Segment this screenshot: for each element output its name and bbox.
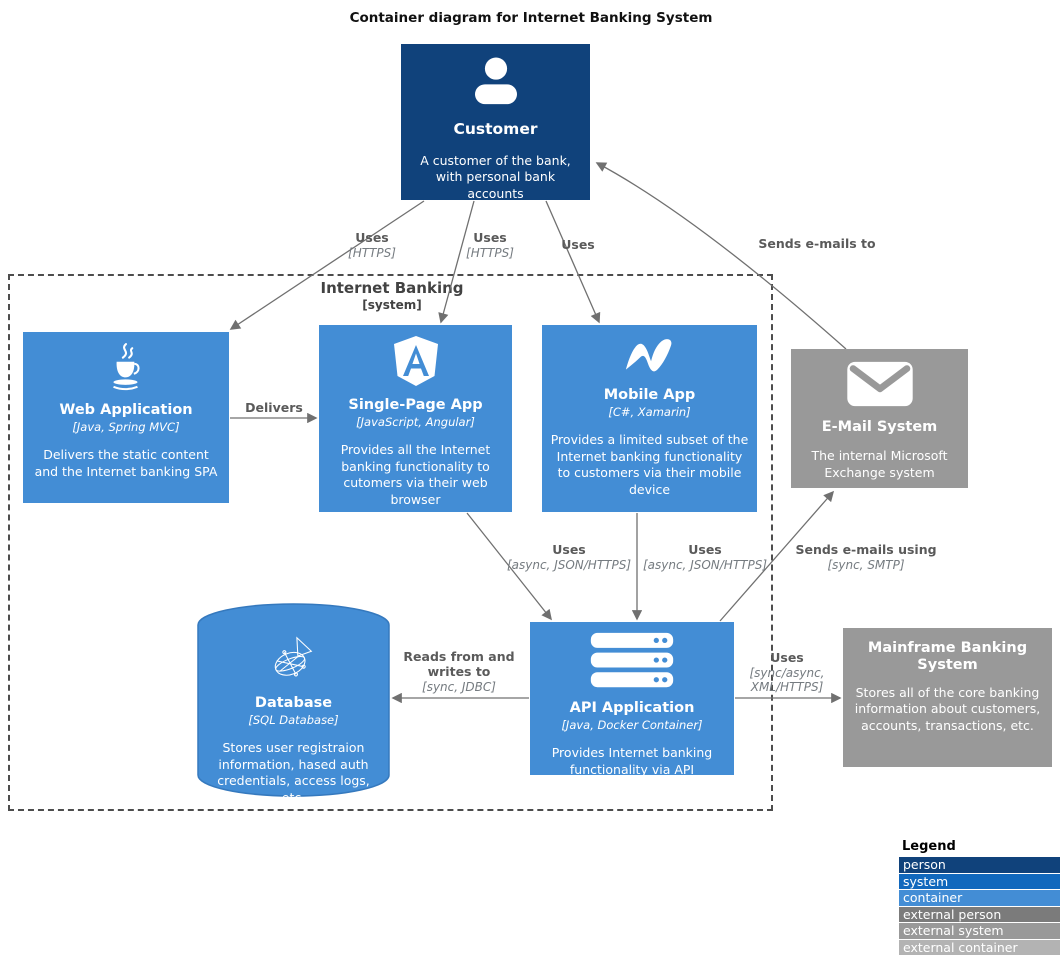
node-description: Stores user registraion information, has… xyxy=(217,740,370,805)
angular-icon xyxy=(392,335,440,391)
edge-label-customer-spa: Uses [HTTPS] xyxy=(466,230,514,260)
envelope-icon xyxy=(844,359,916,413)
legend-item-system: system xyxy=(899,873,1060,889)
edge-label-customer-web: Uses [HTTPS] xyxy=(348,230,396,260)
boundary-name: Internet Banking xyxy=(320,279,464,297)
server-stack-icon xyxy=(586,632,678,694)
node-technology: [Java, Spring MVC] xyxy=(72,420,180,435)
email-system-node: E-Mail System The internal Microsoft Exc… xyxy=(791,349,968,488)
node-name: Mobile App xyxy=(603,387,696,403)
node-description: Provides all the Internet banking functi… xyxy=(340,442,491,507)
person-icon xyxy=(468,54,524,114)
edge-label-web-spa: Delivers xyxy=(245,400,303,415)
api-application-node: API Application [Java, Docker Container]… xyxy=(530,622,734,777)
boundary-label: Internet Banking [system] xyxy=(320,279,463,312)
edge-api-email xyxy=(719,490,835,622)
sql-database-icon xyxy=(267,631,321,689)
edge-customer-web xyxy=(229,200,425,330)
node-name: E-Mail System xyxy=(821,419,938,435)
customer-node: Customer A customer of the bank, with pe… xyxy=(401,44,590,201)
legend: Legend person system container external … xyxy=(899,839,1060,956)
mainframe-banking-system-node: Mainframe Banking System Stores all of t… xyxy=(843,628,1052,767)
java-icon xyxy=(104,342,148,396)
system-boundary: Internet Banking [system] xyxy=(8,274,773,811)
single-page-app-node: Single-Page App [JavaScript, Angular] Pr… xyxy=(319,325,512,512)
node-description: Provides Internet banking functionality … xyxy=(551,745,713,777)
legend-item-person: person xyxy=(899,857,1060,873)
cylinder-shape xyxy=(197,603,390,797)
node-technology: [C#, Xamarin] xyxy=(608,405,691,420)
edge-label-email-customer: Sends e-mails to xyxy=(758,236,876,251)
node-technology: [Java, Docker Container] xyxy=(561,718,703,733)
edge-label-customer-mobile: Uses xyxy=(561,237,595,252)
legend-item-external-person: external person xyxy=(899,906,1060,922)
xamarin-icon xyxy=(624,335,676,381)
database-node: Database [SQL Database] Stores user regi… xyxy=(197,603,390,805)
edge-customer-spa xyxy=(438,200,475,324)
node-name: Mainframe Banking System xyxy=(867,640,1028,674)
legend-title: Legend xyxy=(902,839,956,854)
node-name: API Application xyxy=(569,700,695,716)
edge-label-mobile-api: Uses [async, JSON/HTTPS] xyxy=(642,542,768,572)
diagram-title: Container diagram for Internet Banking S… xyxy=(349,10,713,26)
legend-item-container: container xyxy=(899,890,1060,906)
edge-email-customer xyxy=(595,162,847,350)
node-technology: [SQL Database] xyxy=(248,713,339,728)
mobile-app-node: Mobile App [C#, Xamarin] Provides a limi… xyxy=(542,325,757,512)
node-name: Database xyxy=(254,695,333,711)
edge-label-api-email: Sends e-mails using [sync, SMTP] xyxy=(795,542,937,572)
node-description: The internal Microsoft Exchange system xyxy=(811,448,948,480)
edge-customer-mobile xyxy=(545,200,601,324)
web-application-node: Web Application [Java, Spring MVC] Deliv… xyxy=(23,332,229,503)
node-description: Delivers the static content and the Inte… xyxy=(34,447,218,479)
edge-label-api-db: Reads from and writes to [sync, JDBC] xyxy=(403,649,515,694)
node-description: Provides a limited subset of the Interne… xyxy=(550,432,749,497)
boundary-type: [system] xyxy=(362,298,422,312)
legend-item-external-container: external container xyxy=(899,939,1060,955)
node-description: Stores all of the core banking informati… xyxy=(854,684,1041,733)
node-name: Customer xyxy=(453,120,538,138)
edge-spa-api xyxy=(466,512,552,621)
legend-item-external-system: external system xyxy=(899,923,1060,939)
edge-label-api-mainframe: Uses [sync/async, XML/HTTPS] xyxy=(749,650,825,694)
node-name: Single-Page App xyxy=(348,397,483,413)
node-name: Web Application xyxy=(59,402,193,418)
edge-label-spa-api: Uses [async, JSON/HTTPS] xyxy=(506,542,632,572)
node-description: A customer of the bank, with personal ba… xyxy=(420,152,571,201)
node-technology: [JavaScript, Angular] xyxy=(356,415,475,430)
